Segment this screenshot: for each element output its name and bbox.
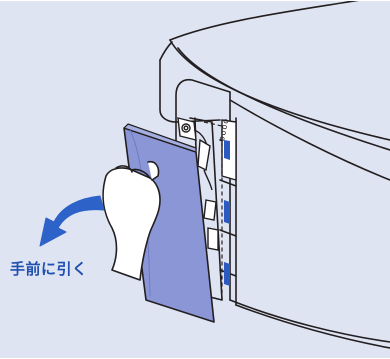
connector-port bbox=[177, 117, 219, 251]
instruction-label: 手前に引く bbox=[10, 260, 88, 278]
panel-outline-dashed bbox=[203, 121, 223, 301]
side-accent-bars bbox=[224, 140, 230, 286]
pull-arrow bbox=[39, 195, 105, 247]
hand bbox=[102, 160, 161, 281]
